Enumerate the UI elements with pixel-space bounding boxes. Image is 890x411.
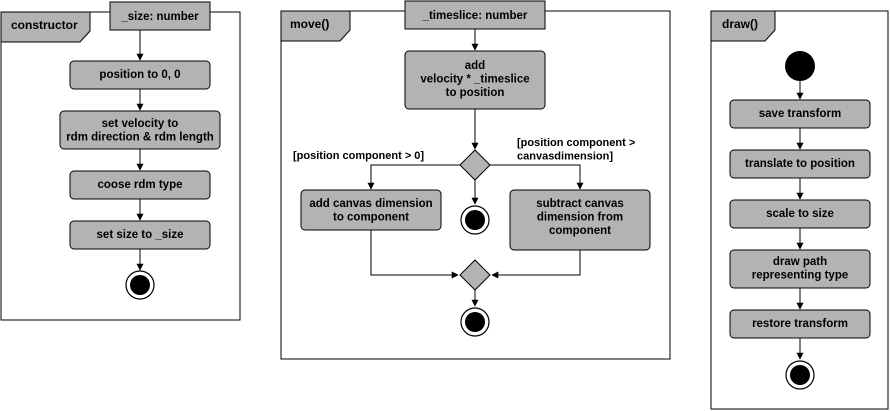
guard-right-label: [position component >canvasdimension]: [517, 137, 635, 163]
draw-frame: draw() save transform translate to posit…: [710, 10, 889, 410]
move-final-node: [460, 307, 490, 337]
constructor-final-node: [125, 270, 155, 300]
action-restore-transform: restore transform: [729, 309, 871, 339]
constructor-frame: constructor _size: number position to 0,…: [0, 1, 241, 321]
action-restore-transform-label: restore transform: [752, 318, 848, 330]
action-save-transform-label: save transform: [759, 108, 841, 120]
draw-frame-title: draw(): [722, 17, 758, 31]
action-scale-to-size: scale to size: [729, 199, 871, 229]
action-set-size: set size to _size: [69, 220, 211, 250]
action-save-transform: save transform: [729, 99, 871, 129]
constructor-param-box: _size: number: [109, 1, 211, 31]
move-frame-title: move(): [290, 17, 329, 31]
action-scale-to-size-label: scale to size: [766, 208, 834, 220]
guard-left-label: [position component > 0]: [293, 150, 424, 162]
action-set-size-label: set size to _size: [97, 229, 184, 241]
constructor-frame-title: constructor: [11, 18, 78, 32]
draw-initial-node: [785, 51, 815, 81]
action-translate-to-position-label: translate to position: [745, 158, 855, 170]
constructor-param-label: _size: number: [120, 11, 199, 23]
action-position-to-origin: position to 0, 0: [69, 60, 211, 90]
action-translate-to-position: translate to position: [729, 149, 871, 179]
move-param-box: _timeslice: number: [404, 0, 546, 30]
move-param-label: _timeslice: number: [422, 10, 528, 22]
action-position-to-origin-label: position to 0, 0: [99, 69, 180, 81]
action-choose-type-label: coose rdm type: [98, 179, 183, 191]
action-choose-type: coose rdm type: [69, 170, 211, 200]
draw-final-node: [785, 360, 815, 390]
move-mid-final-node: [460, 205, 490, 235]
